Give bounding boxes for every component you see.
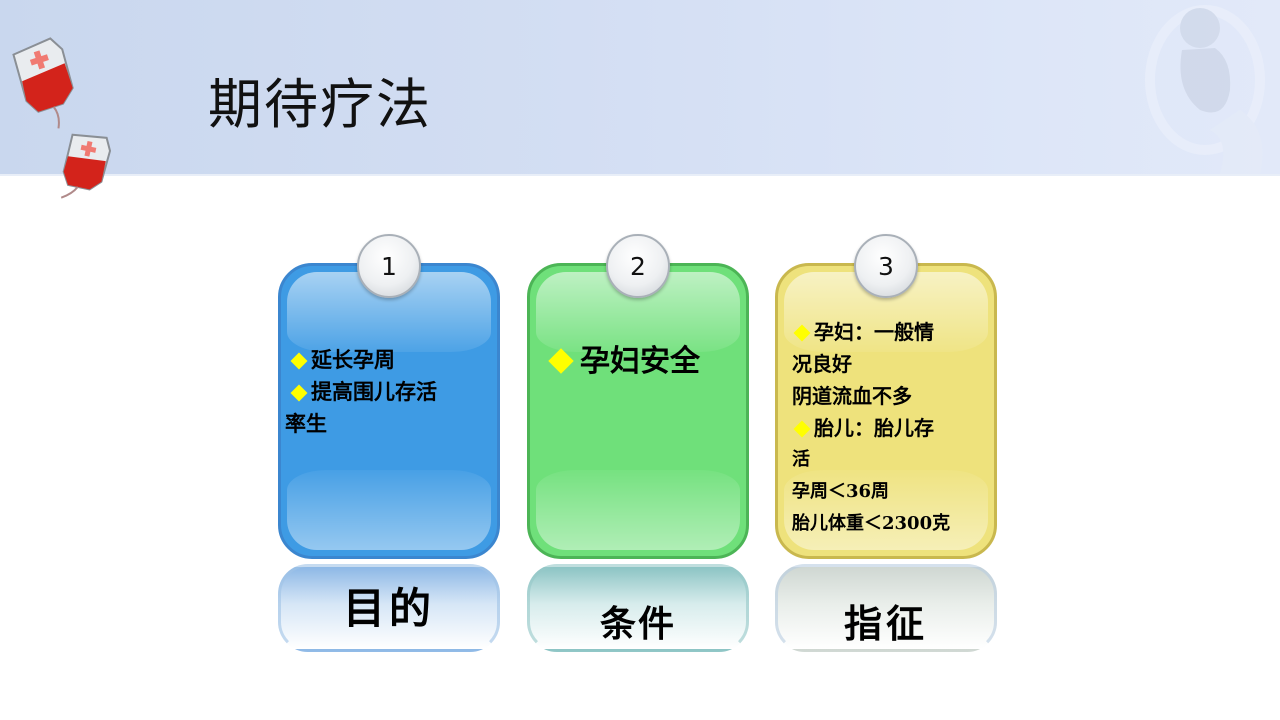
blood-bag-icon bbox=[12, 37, 74, 129]
card-content: 孕妇：一般情 况良好 阴道流血不多 胎儿：胎儿存 活 孕周＜36周 胎儿体重＜2… bbox=[792, 316, 988, 540]
text-line: 率生 bbox=[285, 411, 327, 436]
blood-bag-icon bbox=[60, 133, 112, 199]
diamond-bullet-icon bbox=[793, 324, 811, 341]
text-line: 活 bbox=[792, 449, 810, 470]
card-label: 目的 bbox=[342, 584, 435, 633]
card-label: 指征 bbox=[843, 601, 928, 646]
gloss-highlight bbox=[287, 470, 491, 550]
fetus-watermark-icon bbox=[1145, 5, 1265, 174]
card-label: 条件 bbox=[599, 603, 676, 645]
card-content: 孕妇安全 bbox=[544, 342, 740, 382]
card-content: 延长孕周 提高围儿存活 率生 bbox=[285, 344, 491, 440]
label-panel-purpose: 目的 bbox=[278, 564, 500, 652]
bullet-line: 孕妇：一般情 bbox=[792, 316, 988, 348]
text-line: 孕周＜36周 bbox=[792, 481, 890, 502]
diamond-bullet-icon bbox=[793, 420, 811, 437]
bullet-line: 胎儿：胎儿存 bbox=[792, 412, 988, 444]
gloss-highlight bbox=[784, 470, 988, 550]
gloss-highlight bbox=[536, 470, 740, 550]
diamond-bullet-icon bbox=[290, 384, 308, 401]
bullet-line: 提高围儿存活 bbox=[285, 376, 491, 408]
header-band bbox=[0, 0, 1280, 176]
text-line: 况良好 bbox=[792, 352, 852, 376]
text-line: 胎儿体重＜2300克 bbox=[792, 513, 951, 534]
number-badge: 2 bbox=[606, 234, 670, 298]
page-title: 期待疗法 bbox=[208, 73, 432, 136]
card-condition: 2 孕妇安全 bbox=[527, 234, 749, 559]
label-panel-condition: 条件 bbox=[527, 564, 749, 652]
bullet-line: 延长孕周 bbox=[285, 344, 491, 376]
label-panel-indication: 指征 bbox=[775, 564, 997, 652]
diamond-bullet-icon bbox=[290, 352, 308, 369]
card-purpose: 1 延长孕周 提高围儿存活 率生 bbox=[278, 234, 500, 559]
bullet-line: 孕妇安全 bbox=[544, 342, 740, 382]
diamond-bullet-icon bbox=[548, 348, 574, 374]
number-badge: 3 bbox=[854, 234, 918, 298]
card-indication: 3 孕妇：一般情 况良好 阴道流血不多 胎儿：胎儿存 活 孕周＜36周 胎儿体重… bbox=[775, 234, 997, 559]
text-line: 阴道流血不多 bbox=[792, 384, 912, 408]
number-badge: 1 bbox=[357, 234, 421, 298]
